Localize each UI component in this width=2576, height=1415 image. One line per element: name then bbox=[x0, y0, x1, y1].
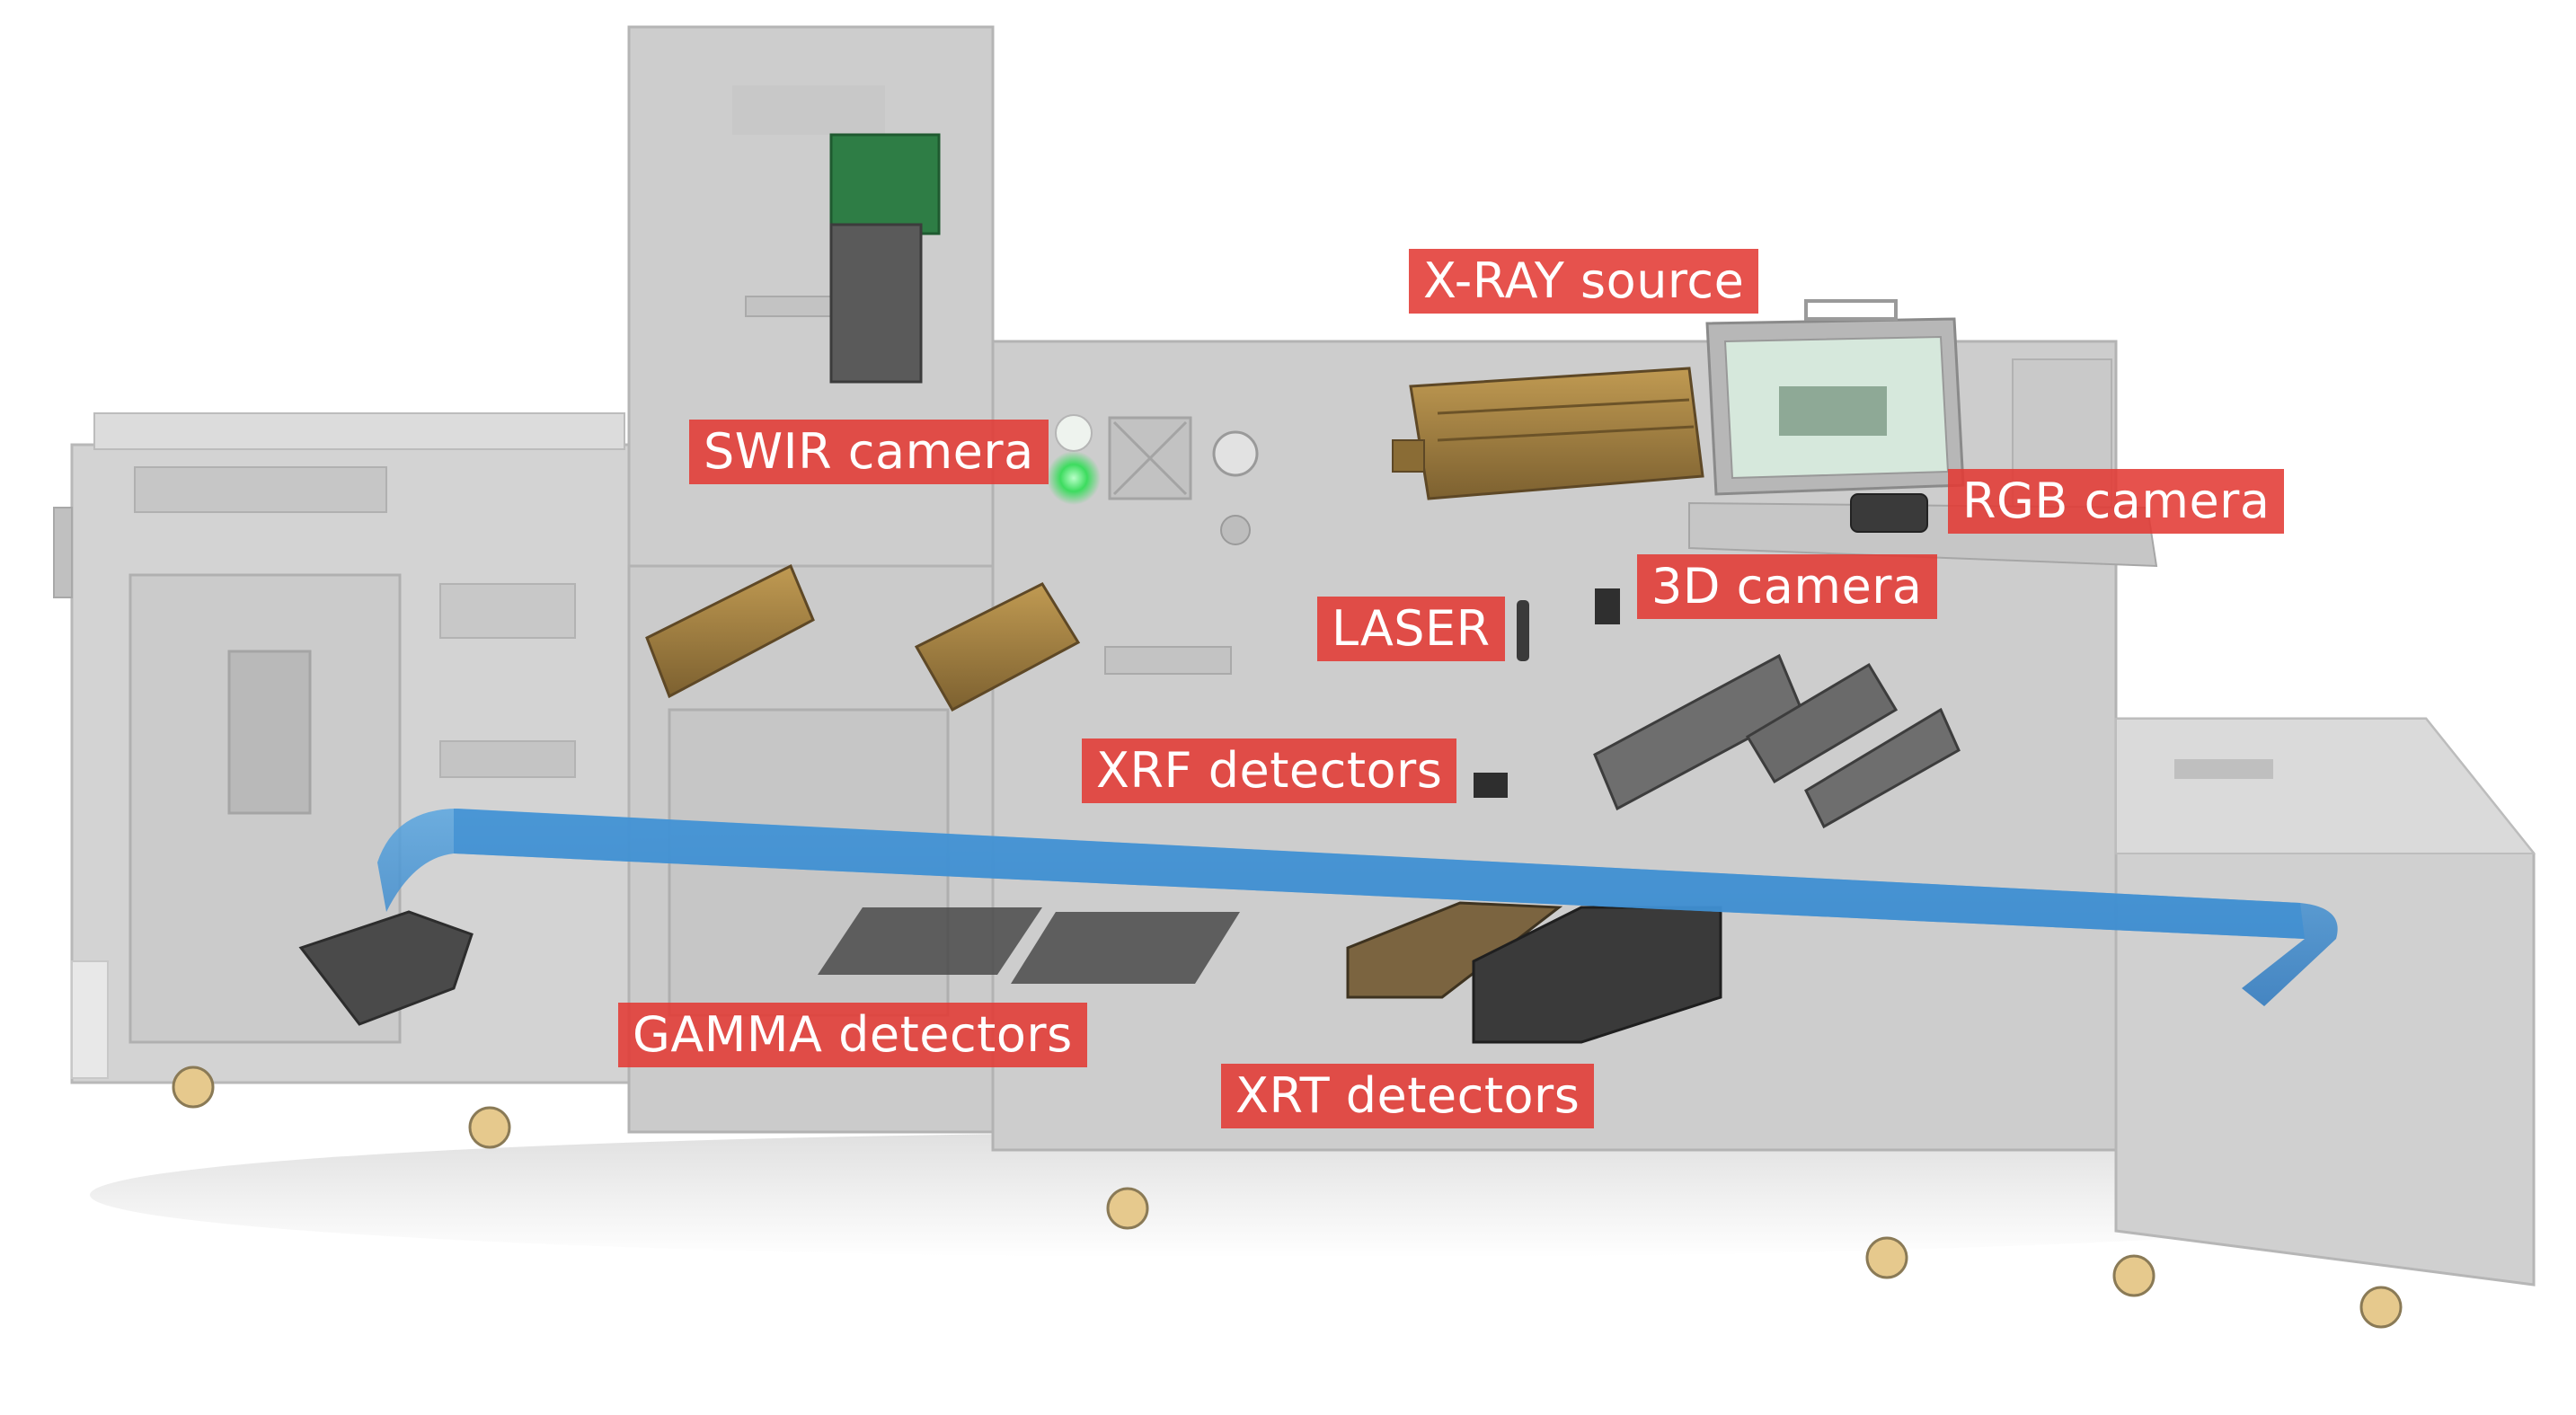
label-xray-source: X-RAY source bbox=[1409, 249, 1759, 314]
swir-camera-device bbox=[829, 133, 941, 384]
indicator-light-top bbox=[1055, 414, 1093, 452]
laser-device bbox=[1517, 600, 1529, 661]
label-gamma-detectors: GAMMA detectors bbox=[618, 1003, 1087, 1067]
infeed-chute bbox=[298, 910, 474, 1026]
illumination-units bbox=[645, 563, 1081, 712]
conveyor-belt bbox=[377, 809, 2338, 1006]
indicator-light-green bbox=[1047, 451, 1101, 505]
control-panel bbox=[1047, 414, 1259, 545]
rgb-camera-device bbox=[1850, 493, 1928, 533]
label-swir-camera: SWIR camera bbox=[689, 420, 1049, 484]
xrt-detectors-device bbox=[1346, 901, 1722, 1044]
label-xrf-detectors: XRF detectors bbox=[1082, 738, 1457, 803]
label-laser: LASER bbox=[1317, 597, 1505, 661]
floor-shadow bbox=[90, 1132, 2516, 1258]
label-3d-camera: 3D camera bbox=[1637, 554, 1937, 619]
wheels bbox=[172, 1066, 2403, 1329]
label-xrt-detectors: XRT detectors bbox=[1221, 1064, 1595, 1128]
gamma-detectors-device bbox=[818, 907, 1240, 984]
xrf-detectors-device bbox=[1474, 653, 1961, 829]
xray-source-device bbox=[1392, 367, 1704, 500]
camera-3d-device bbox=[1595, 588, 1620, 624]
label-rgb-camera: RGB camera bbox=[1948, 469, 2285, 534]
swir-tower bbox=[627, 25, 995, 568]
right-extension bbox=[2114, 717, 2536, 1287]
